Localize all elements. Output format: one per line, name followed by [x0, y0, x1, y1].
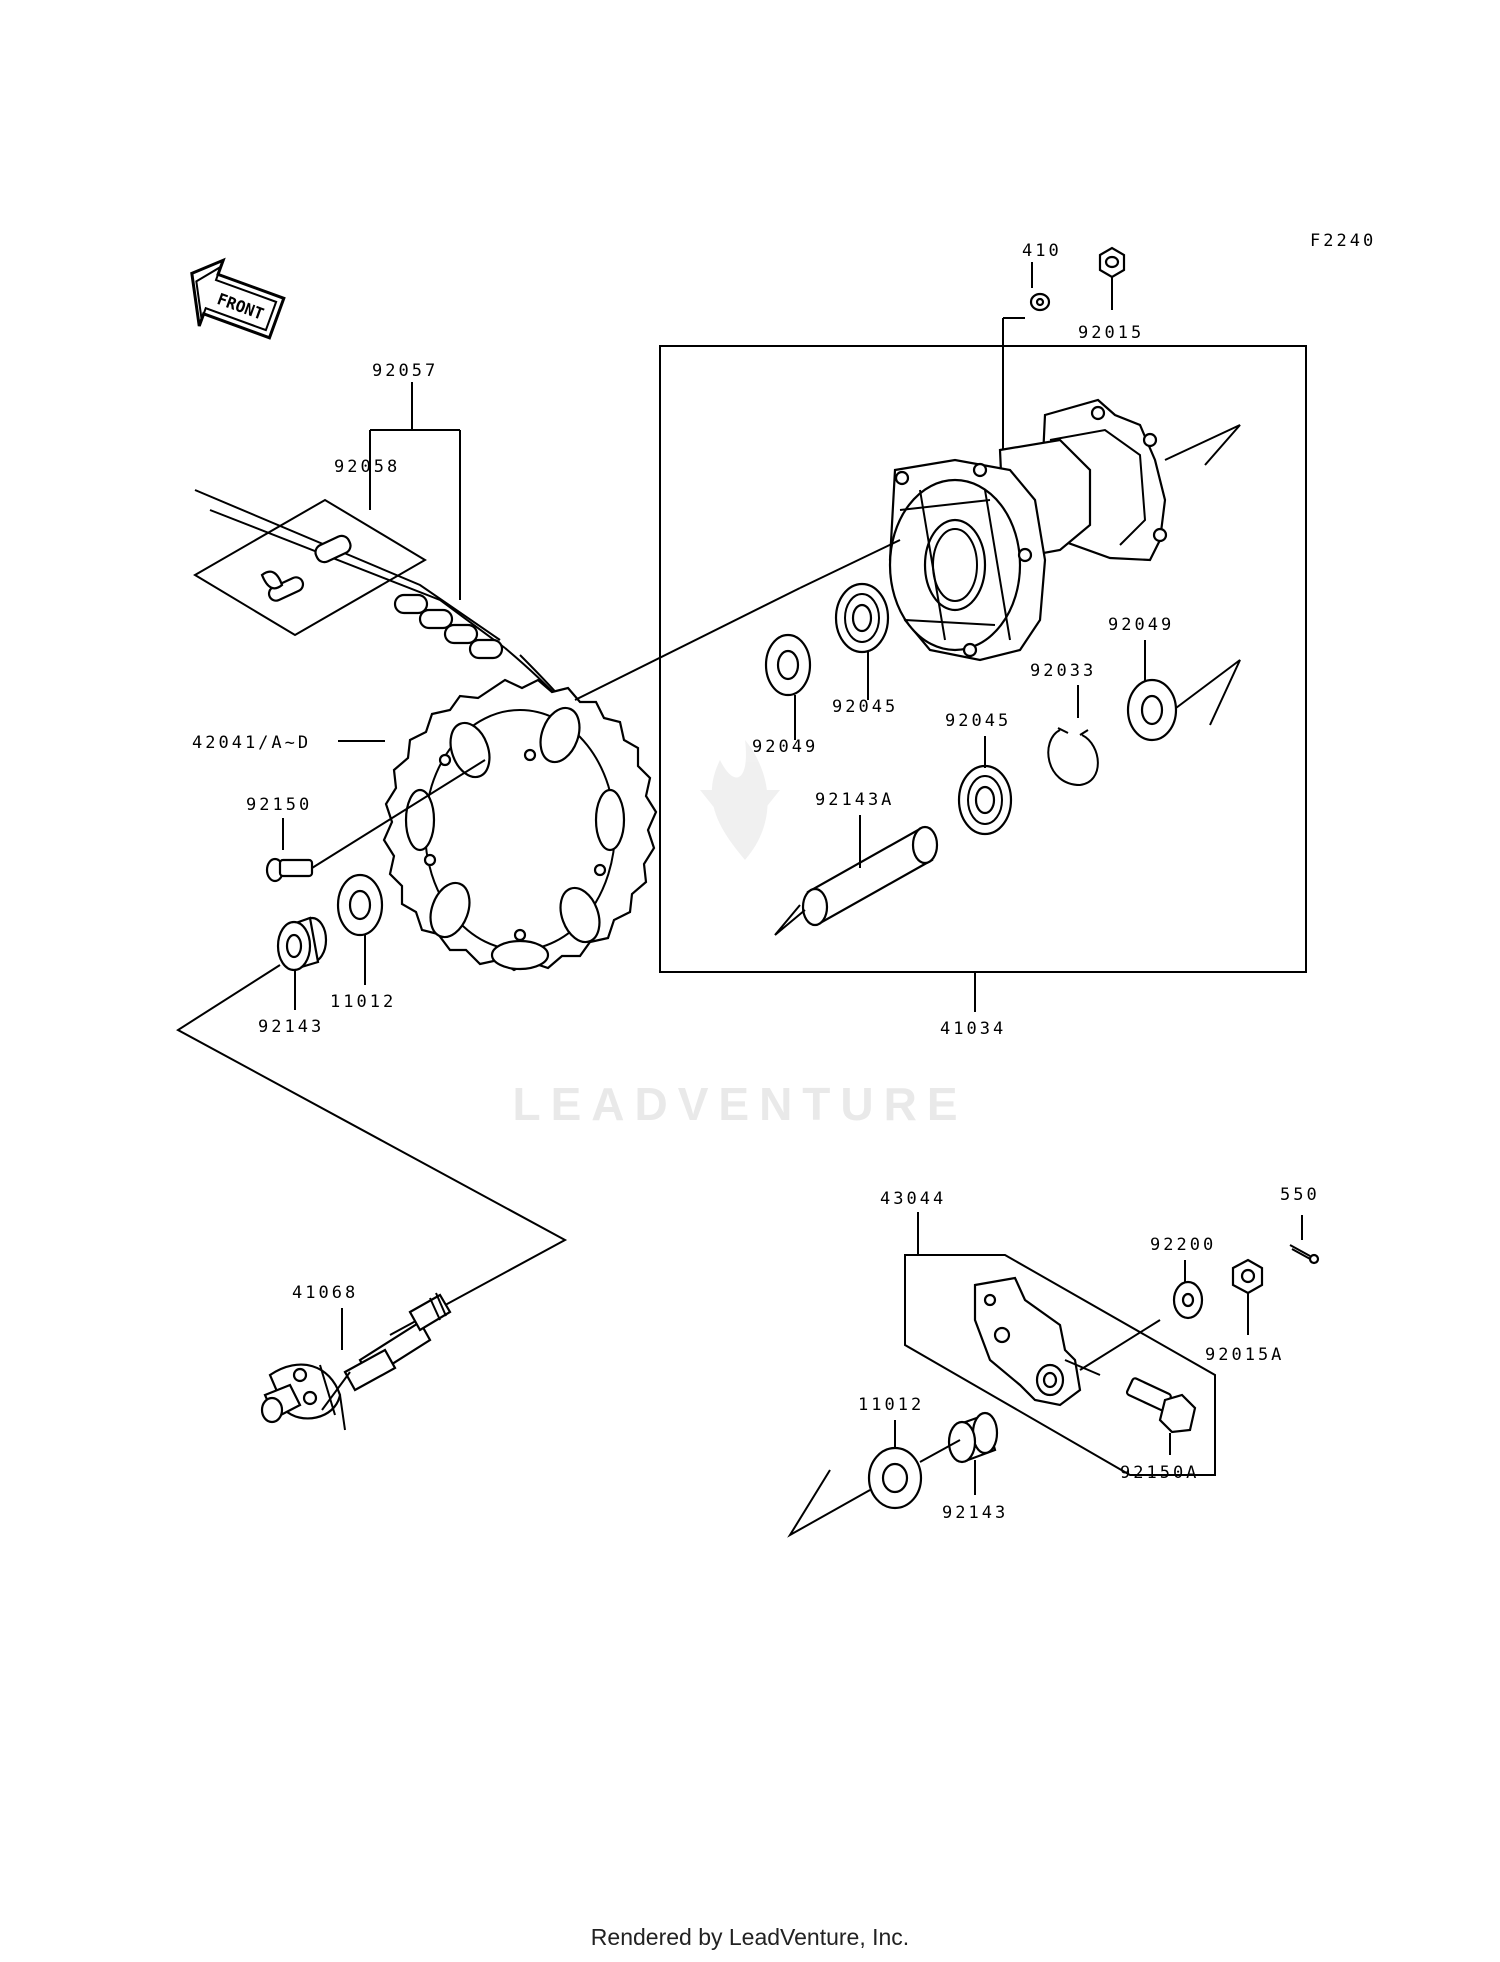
- callout-550[interactable]: 550: [1280, 1185, 1320, 1205]
- callout-11012-right[interactable]: 11012: [858, 1395, 924, 1415]
- master-link-kit: [193, 498, 427, 637]
- hub-assembly-box: [659, 345, 1307, 973]
- bearing-92045-upper: [834, 582, 890, 700]
- seal-92049-right: [1126, 640, 1241, 742]
- callout-92049-left[interactable]: 92049: [752, 737, 818, 757]
- callout-92015[interactable]: 92015: [1078, 323, 1144, 343]
- washer-92200: [1172, 1260, 1204, 1320]
- rear-sprocket: [382, 678, 658, 972]
- collar-92143: [276, 916, 328, 1010]
- caliper-bracket: [973, 1276, 1161, 1407]
- spacer-11012: [336, 873, 384, 985]
- callout-11012-left[interactable]: 11012: [330, 992, 396, 1012]
- nut-92015: [1098, 246, 1126, 310]
- callout-92150[interactable]: 92150: [246, 795, 312, 815]
- collar-92143A: [774, 815, 939, 936]
- callout-92143-left[interactable]: 92143: [258, 1017, 324, 1037]
- collar-92143-right: [947, 1411, 999, 1495]
- callout-92143-right[interactable]: 92143: [942, 1503, 1008, 1523]
- callout-92058[interactable]: 92058: [334, 457, 400, 477]
- callout-92150A[interactable]: 92150A: [1120, 1463, 1199, 1483]
- figure-code: F2240: [1310, 231, 1376, 251]
- callout-92015A[interactable]: 92015A: [1205, 1345, 1284, 1365]
- front-arrow-icon: FRONT: [190, 257, 286, 340]
- cotter-pin-550: [1289, 1215, 1320, 1265]
- callout-labels: 410 92015 92057 92058 42041/A~D 92150 11…: [192, 241, 1320, 1523]
- chain-links: [393, 593, 504, 660]
- callout-43044[interactable]: 43044: [880, 1189, 946, 1209]
- nut-92015A: [1231, 1258, 1264, 1335]
- watermark-logo: [700, 740, 780, 860]
- spacer-11012-right: [867, 1420, 923, 1510]
- sprocket-bolt: [265, 759, 486, 883]
- watermark-text: LEADVENTURE: [512, 1078, 967, 1130]
- axis-line-left: [176, 964, 568, 1336]
- callout-92045-lower[interactable]: 92045: [945, 711, 1011, 731]
- leader-92057: [369, 382, 461, 600]
- callout-92033[interactable]: 92033: [1030, 661, 1096, 681]
- callout-410[interactable]: 410: [1022, 241, 1062, 261]
- callout-92057[interactable]: 92057: [372, 361, 438, 381]
- callout-92143A[interactable]: 92143A: [815, 790, 894, 810]
- footer-credit: Rendered by LeadVenture, Inc.: [591, 1924, 909, 1950]
- seal-92049-left: [764, 633, 812, 740]
- washer-410: [1002, 262, 1051, 480]
- axis-line-caliper: [787, 1439, 961, 1538]
- caliper-bracket-box: [904, 1254, 1216, 1476]
- callout-92200[interactable]: 92200: [1150, 1235, 1216, 1255]
- bearing-92045-lower: [957, 736, 1013, 836]
- bolt-92150A: [1125, 1377, 1197, 1455]
- callout-92049-right[interactable]: 92049: [1108, 615, 1174, 635]
- axle-41068: [260, 1292, 452, 1431]
- rear-hub: [888, 398, 1168, 662]
- hub-axis-line-1: [1164, 424, 1241, 466]
- callout-92045-upper[interactable]: 92045: [832, 697, 898, 717]
- callout-42041[interactable]: 42041/A~D: [192, 733, 311, 753]
- callout-41034[interactable]: 41034: [940, 1019, 1006, 1039]
- hub-axis-line-2: [799, 539, 901, 589]
- axis-line-hub: [574, 587, 801, 701]
- circlip-92033: [1047, 685, 1099, 787]
- callout-41068[interactable]: 41068: [292, 1283, 358, 1303]
